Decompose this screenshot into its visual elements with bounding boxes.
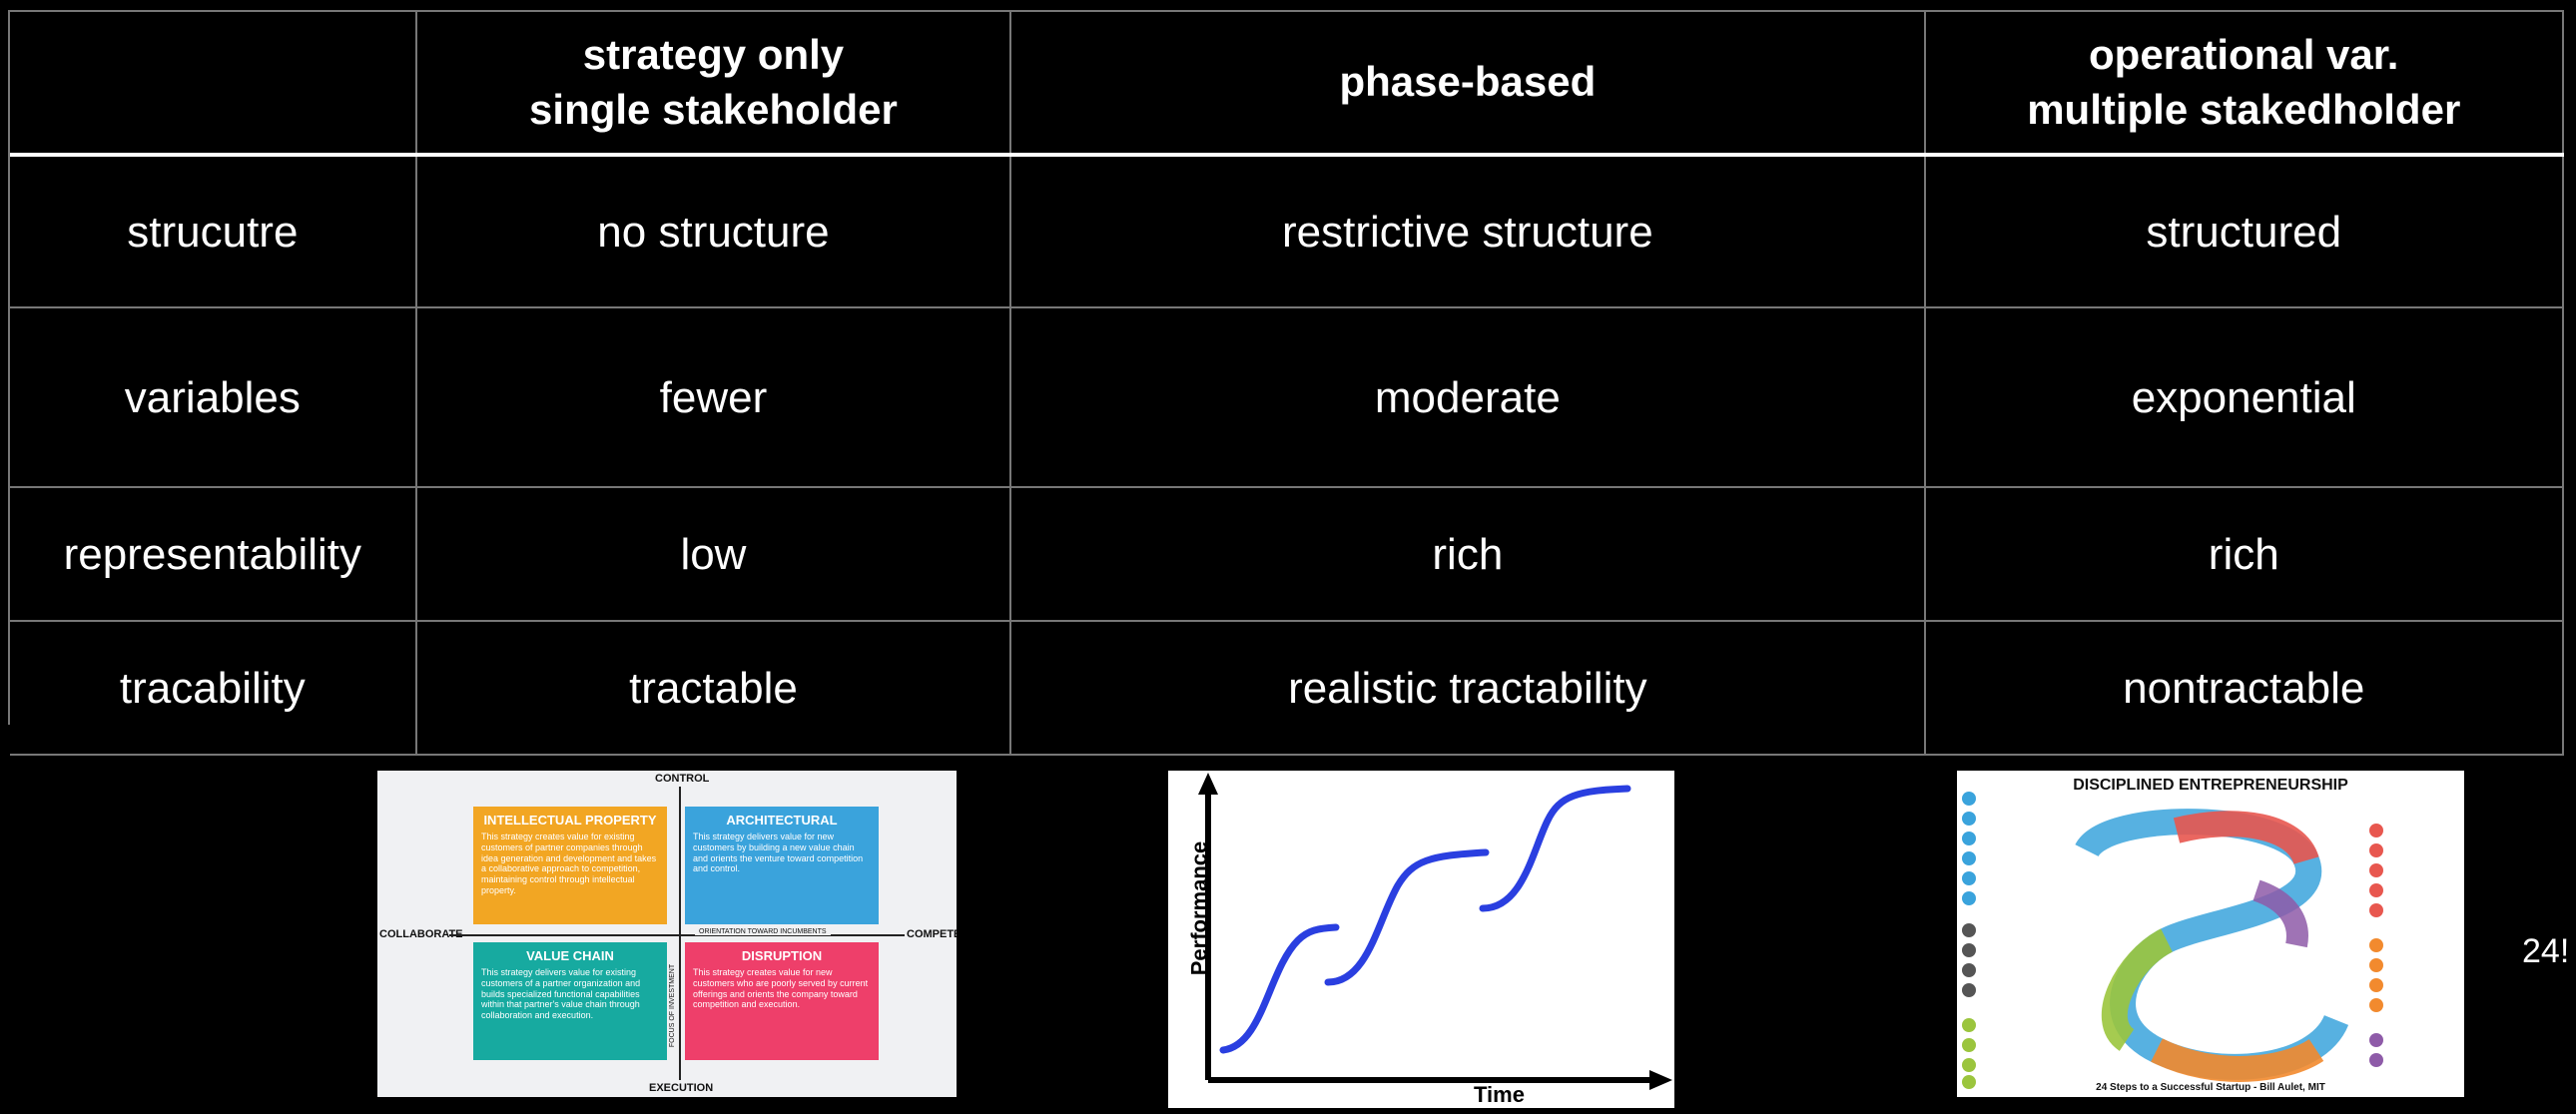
table-row: tracability tractable realistic tractabi… [10, 622, 2564, 756]
left-step-markers [1962, 792, 1976, 1089]
board-path-orange [2151, 1038, 2324, 1082]
quadrant-value-chain: VALUE CHAIN This strategy delivers value… [473, 942, 667, 1060]
table-cell: rich [1926, 488, 2564, 620]
row-label: representability [10, 488, 417, 620]
quadrant-title: VALUE CHAIN [526, 948, 614, 963]
board-path-green [2101, 928, 2174, 1051]
quadrant-architectural: ARCHITECTURAL This strategy delivers val… [685, 807, 879, 924]
table-cell: moderate [1011, 308, 1926, 486]
table-cell: exponential [1926, 308, 2564, 486]
s-curve-chart [1198, 773, 1672, 1090]
quadrant-text: This strategy creates value for existing… [481, 832, 657, 895]
table-cell: nontractable [1926, 622, 2564, 754]
table-cell: restrictive structure [1011, 157, 1926, 306]
s-curve-3 [1479, 785, 1631, 912]
x-axis-arrow [1649, 1070, 1672, 1090]
table-cell: tractable [417, 622, 1012, 754]
right-step-markers [2369, 824, 2383, 1067]
table-cell: rich [1011, 488, 1926, 620]
quadrant-title: ARCHITECTURAL [726, 813, 838, 828]
table-header-row: strategy only single stakeholder phase-b… [10, 12, 2564, 157]
entrepreneurship-title: DISCIPLINED ENTREPRENEURSHIP [2073, 777, 2348, 794]
s-curve-1 [1219, 923, 1340, 1054]
quadrant-title: INTELLECTUAL PROPERTY [483, 813, 657, 828]
quadrant-text: This strategy delivers value for new cus… [693, 832, 864, 874]
table-row: variables fewer moderate exponential [10, 308, 2564, 488]
s-curve-2 [1324, 848, 1490, 986]
quadrant-left-label: COLLABORATE [379, 928, 463, 940]
quadrant-text: This strategy delivers value for existin… [481, 967, 641, 1021]
vertical-axis-line [679, 787, 681, 1080]
disciplined-entrepreneurship-image: DISCIPLINED ENTREPRENEURSHIP 24 Steps to [1957, 771, 2464, 1097]
table-cell: low [417, 488, 1012, 620]
row-label: variables [10, 308, 417, 486]
quadrant-title: DISRUPTION [741, 948, 823, 963]
y-axis-arrow [1198, 773, 1218, 795]
comparison-table: strategy only single stakeholder phase-b… [8, 10, 2564, 756]
quadrant-intellectual-property: INTELLECTUAL PROPERTY This strategy crea… [473, 807, 667, 924]
quadrant-right-label: COMPETE [907, 928, 957, 940]
table-row: strucutre no structure restrictive struc… [10, 157, 2564, 308]
table-cell: fewer [417, 308, 1012, 486]
board-path-purple [2253, 879, 2308, 948]
header-operational-var: operational var. multiple stakedholder [1926, 12, 2564, 153]
page-number: 24! [2522, 932, 2570, 970]
s-curve-image: Performance Time [1168, 771, 1674, 1108]
quadrant-top-label: CONTROL [655, 773, 710, 785]
horizontal-axis-line [449, 934, 905, 936]
y-axis-label: Performance [1186, 840, 1212, 976]
table-cell: structured [1926, 157, 2564, 306]
entrepreneurship-footer: 24 Steps to a Successful Startup - Bill … [2096, 1082, 2325, 1093]
header-cell-empty [10, 12, 417, 153]
quadrant-bottom-label: EXECUTION [649, 1082, 714, 1094]
board-path-red [2173, 811, 2319, 865]
header-strategy-only: strategy only single stakeholder [417, 12, 1012, 153]
quadrant-disruption: DISRUPTION This strategy creates value f… [685, 942, 879, 1060]
entrepreneurship-illustration [1962, 792, 2383, 1089]
v-axis-caption: FOCUS OF INVESTMENT [669, 963, 677, 1048]
table-cell: realistic tractability [1011, 622, 1926, 754]
table-cell: no structure [417, 157, 1012, 306]
strategy-quadrant-image: CONTROL EXECUTION COLLABORATE COMPETE IN… [377, 771, 957, 1097]
row-label: strucutre [10, 157, 417, 306]
quadrant-text: This strategy creates value for new cust… [693, 967, 869, 1010]
h-axis-caption: ORIENTATION TOWARD INCUMBENTS [695, 928, 831, 935]
header-phase-based: phase-based [1011, 12, 1926, 153]
row-label: tracability [10, 622, 417, 754]
table-row: representability low rich rich [10, 488, 2564, 622]
x-axis-label: Time [1474, 1082, 1525, 1107]
